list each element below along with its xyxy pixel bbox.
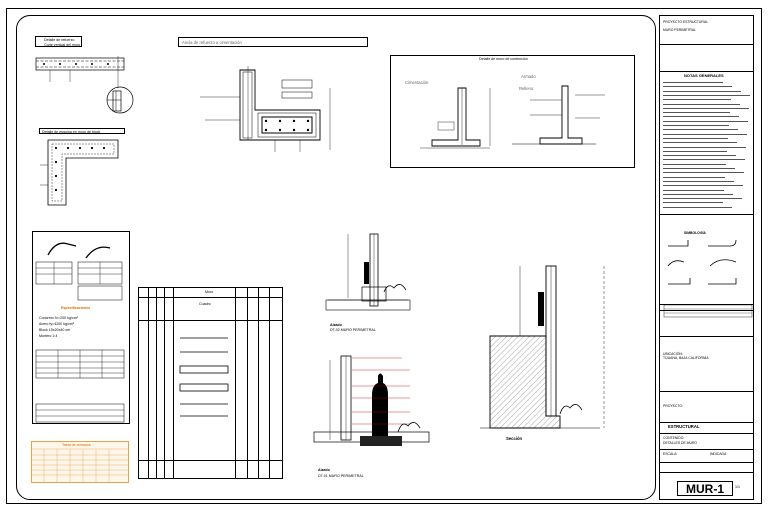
tb-header-1: PROYECTO ESTRUCTURAL [663,20,708,24]
drawing-frame [16,15,656,500]
elevation-2-title: Alzado [318,468,330,472]
location-label: UBICACIÓN: [663,352,683,356]
sheet-code: MUR-1 [677,481,733,496]
general-note-line [663,103,740,105]
general-note-line [663,163,726,165]
spec-line-4: Mortero 1:4 [39,334,58,338]
wall-schedule-table: Muro Cuadro [138,287,283,479]
wall-table-header: Muro [205,290,214,294]
corner-detail-title: Detalle de esquina en muro de block [42,129,101,134]
rebar-schedule-title: Tabla de armados [62,443,91,447]
label-armado: Armado [521,74,536,79]
spec-line-1: Concreto f'c=200 kg/cm² [39,316,78,320]
general-note-line [663,193,733,195]
general-note-line [663,125,729,126]
spec-line-2: Acero fy=4200 kg/cm² [39,322,75,326]
rebar-schedule-table: Tabla de armados [31,441,129,483]
sheet-fraction: 1/1 [735,485,740,489]
general-note-line [663,120,748,122]
wall-table-col-cuadro: Cuadro [199,302,211,306]
spec-title: Especificaciones [61,306,91,310]
contents-label: CONTENIDO: [663,436,685,440]
general-note-line [663,129,738,130]
general-note-line [663,206,732,208]
legend-title: SIMBOLOGÍA [684,231,706,235]
discipline: ESTRUCTURAL [668,424,700,429]
general-note-line [663,180,734,182]
specifications-panel: Especificaciones Concreto f'c=200 kg/cm²… [32,231,130,424]
location-value: TIJUANA, BAJA CALIFORNIA [663,356,709,360]
general-note-line [663,99,731,100]
scale-value: INDICADA [710,452,727,456]
label-relleno: Relleno [519,86,534,91]
general-note-line [663,107,749,109]
detail-subtitle: Corte vertical del muro [44,42,81,47]
general-note-line [663,155,736,156]
retaining-wall-title: Detalle de muro de contención [479,57,528,61]
general-note-line [663,172,744,173]
general-note-line [663,185,743,186]
general-note-line [663,189,724,191]
label-cimentacion: Cimentación [405,80,429,85]
general-note-line [663,198,742,199]
general-note-line [663,86,732,87]
center-note-box: Ancla de refuerzo a cimentación [178,37,368,47]
general-note-line [663,94,750,96]
contents-value: DETALLES DE MURO [663,441,698,445]
corner-detail-title-box: Detalle de esquina en muro de block [39,128,125,134]
title-block: PROYECTO ESTRUCTURAL MURO PERIMETRAL NOT… [659,15,754,500]
general-note-line [663,176,725,178]
outer-border [6,8,762,504]
general-note-line [663,133,747,135]
project-label: PROYECTO: [663,404,683,408]
general-note-line [663,82,723,83]
elevation-1-subtitle: DT-02 MURO PERIMETRAL [330,328,376,332]
retaining-wall-panel: Detalle de muro de contención Cimentació… [390,55,635,168]
detail-title: Detalle de refuerzo [44,38,75,42]
general-note-line [663,150,727,152]
general-note-line [663,159,745,160]
general-notes-title: NOTAS GENERALES [684,73,724,78]
elevation-2-subtitle: DT-01 MURO PERIMETRAL [318,474,364,478]
general-note-line [663,116,739,117]
general-note-line [663,146,746,148]
detail-title-box: Detalle de refuerzo Corte vertical del m… [35,36,82,47]
general-note-line [663,112,730,113]
general-note-line [663,90,741,92]
general-note-line [663,142,737,143]
general-note-line [663,137,728,139]
scale-label: ESCALA: [663,452,678,456]
center-note: Ancla de refuerzo a cimentación [182,40,242,45]
spec-line-3: Block 15x20x40 cm [39,328,71,332]
tb-header-2: MURO PERIMETRAL [663,28,696,32]
elevation-1-title: Alzado [330,323,342,327]
general-note-line [663,202,723,203]
general-note-line [663,168,735,169]
section-title: Sección [506,436,523,441]
